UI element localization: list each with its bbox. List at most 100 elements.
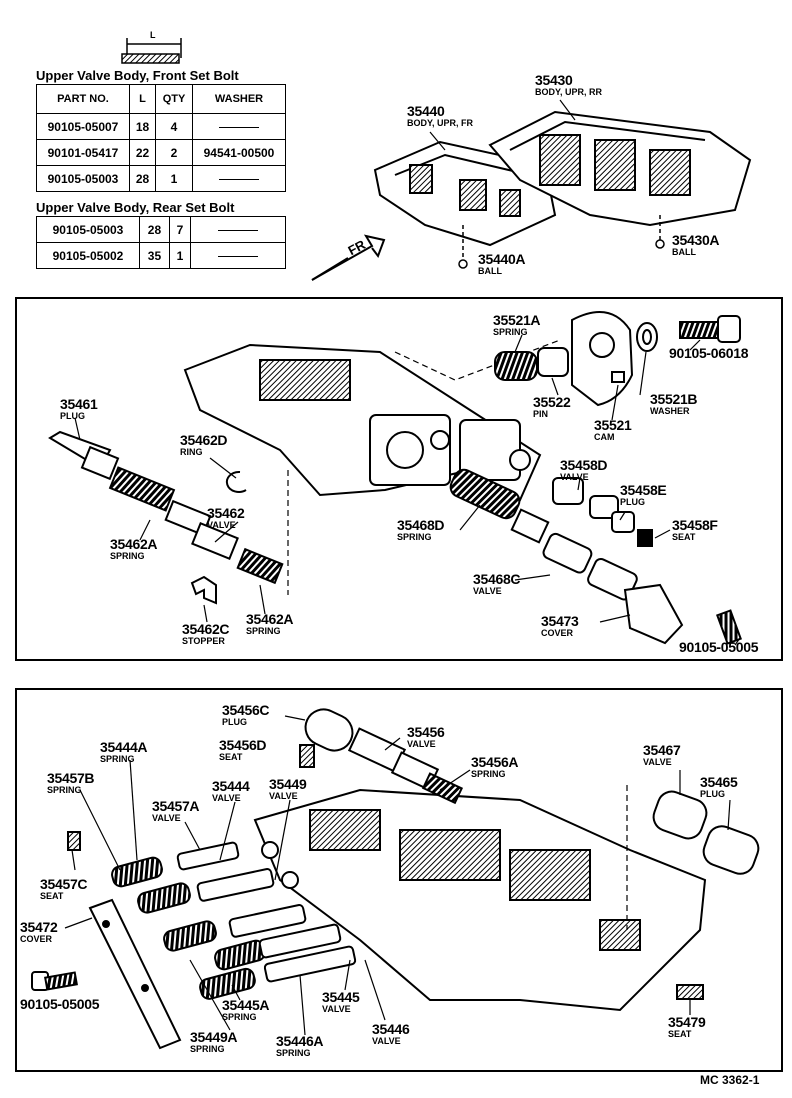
valve-35458d-set [552, 477, 653, 547]
lower-valve-body [253, 788, 707, 1012]
rear-bolt-table-title: Upper Valve Body, Rear Set Bolt [36, 200, 235, 215]
cell-length: 28 [139, 216, 170, 243]
cell-washer [191, 165, 287, 192]
ring-35462d [225, 470, 247, 493]
mid-valve-body [183, 343, 542, 502]
front-bolt-table-title: Upper Valve Body, Front Set Bolt [36, 68, 239, 83]
cell-washer [191, 113, 287, 140]
leader-lines [64, 99, 741, 1036]
rear-bolt-table: 90105-05003 28 7 90105-05002 35 1 [36, 216, 286, 269]
cell-qty: 1 [168, 242, 192, 269]
seat-35456d [299, 744, 315, 768]
bolt-90105-05005-mid [716, 609, 742, 645]
part-label: 90105-05005 [679, 639, 759, 655]
cover-35473 [623, 583, 684, 645]
cell-part-no: 90105-05003 [36, 165, 130, 192]
upper-valve-body-front-housing [373, 140, 557, 247]
upper-valve-body-rear-housing [488, 110, 752, 227]
cell-length: 18 [128, 113, 157, 140]
cell-qty: 1 [155, 165, 193, 192]
col-part-no: PART NO. [36, 84, 130, 114]
table-row: 90101-05417 22 2 94541-00500 [36, 139, 287, 166]
part-label: 90105-05005 [20, 996, 100, 1012]
cell-washer [190, 216, 286, 243]
table-row: 90105-05003 28 1 [36, 165, 287, 192]
bolt-90105-05005-bottom [31, 971, 78, 991]
col-length: L [128, 84, 157, 114]
table-row: 90105-05007 18 4 [36, 113, 287, 140]
plug-35456c-assembly [304, 708, 464, 805]
cell-qty: 4 [155, 113, 193, 140]
cell-length: 22 [128, 139, 157, 166]
mid-section-frame [15, 297, 783, 661]
plug-35461-assembly [48, 430, 284, 585]
col-washer: WASHER [191, 84, 287, 114]
cell-length: 35 [139, 242, 170, 269]
stopper-35462c [190, 575, 217, 605]
front-bolt-table: PART NO. L QTY WASHER 90105-05007 18 4 9… [36, 84, 287, 192]
bolt-90105-06018 [679, 315, 741, 343]
figure-code: MC 3362-1 [700, 1073, 760, 1087]
bottom-springs [111, 856, 266, 1000]
valve-35468c-assembly [449, 468, 638, 601]
seat-35457c [67, 831, 81, 851]
cell-part-no: 90105-05003 [36, 216, 140, 243]
table-header-row: PART NO. L QTY WASHER [36, 84, 287, 114]
cell-part-no: 90105-05002 [36, 242, 140, 269]
front-direction-arrow [311, 234, 386, 281]
bottom-section-frame [15, 688, 783, 1072]
table-row: 90105-05003 28 7 [36, 216, 286, 243]
bolt-length-label: L [150, 30, 156, 40]
cell-washer [190, 242, 286, 269]
cell-part-no: 90105-05007 [36, 113, 130, 140]
cover-35472 [88, 898, 182, 1050]
bottom-valves [176, 841, 357, 983]
cell-qty: 2 [155, 139, 193, 166]
cell-length: 28 [128, 165, 157, 192]
seat-35479 [676, 984, 704, 1000]
table-row: 90105-05002 35 1 [36, 242, 286, 269]
ball-35430a [655, 239, 665, 249]
cam-plate [571, 311, 634, 407]
cell-part-no: 90101-05417 [36, 139, 130, 166]
part-label: 90105-06018 [669, 345, 749, 361]
cell-washer: 94541-00500 [191, 139, 287, 166]
bolt-length-icon [121, 38, 182, 64]
spring-35521a [494, 351, 538, 381]
valve-35467-plug-35465 [652, 790, 760, 875]
